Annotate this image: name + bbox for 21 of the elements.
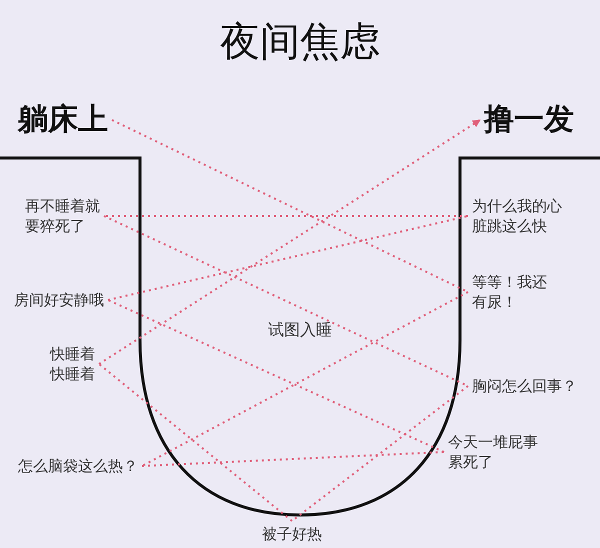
dotted-line [142,291,468,467]
thought-text: 被子好热 [262,524,322,544]
thought-text: 快睡着快睡着 [50,344,95,384]
dotted-line [98,363,293,522]
title: 夜间焦虑 [219,18,381,66]
dotted-line [104,215,468,217]
thought-text: 再不睡着就要猝死了 [25,196,100,236]
heading-text: 躺床上 [18,102,108,138]
dotted-line [112,119,468,293]
thought-text: 为什么我的心脏跳这么快 [472,196,562,236]
thought-text: 胸闷怎么回事？ [472,376,577,396]
center-label: 试图入睡 [268,320,332,341]
dotted-line [108,299,444,453]
dotted-line [108,215,468,301]
dotted-arrow [98,119,481,365]
thought-text: 怎么脑袋这么热？ [18,456,138,476]
thought-text: 房间好安静哦 [14,290,104,310]
thought-text: 今天一堆屁事累死了 [448,432,538,472]
heading-text: 撸一发 [484,102,574,138]
dotted-line [142,451,444,467]
thought-text: 等等！我还有尿！ [472,272,547,312]
